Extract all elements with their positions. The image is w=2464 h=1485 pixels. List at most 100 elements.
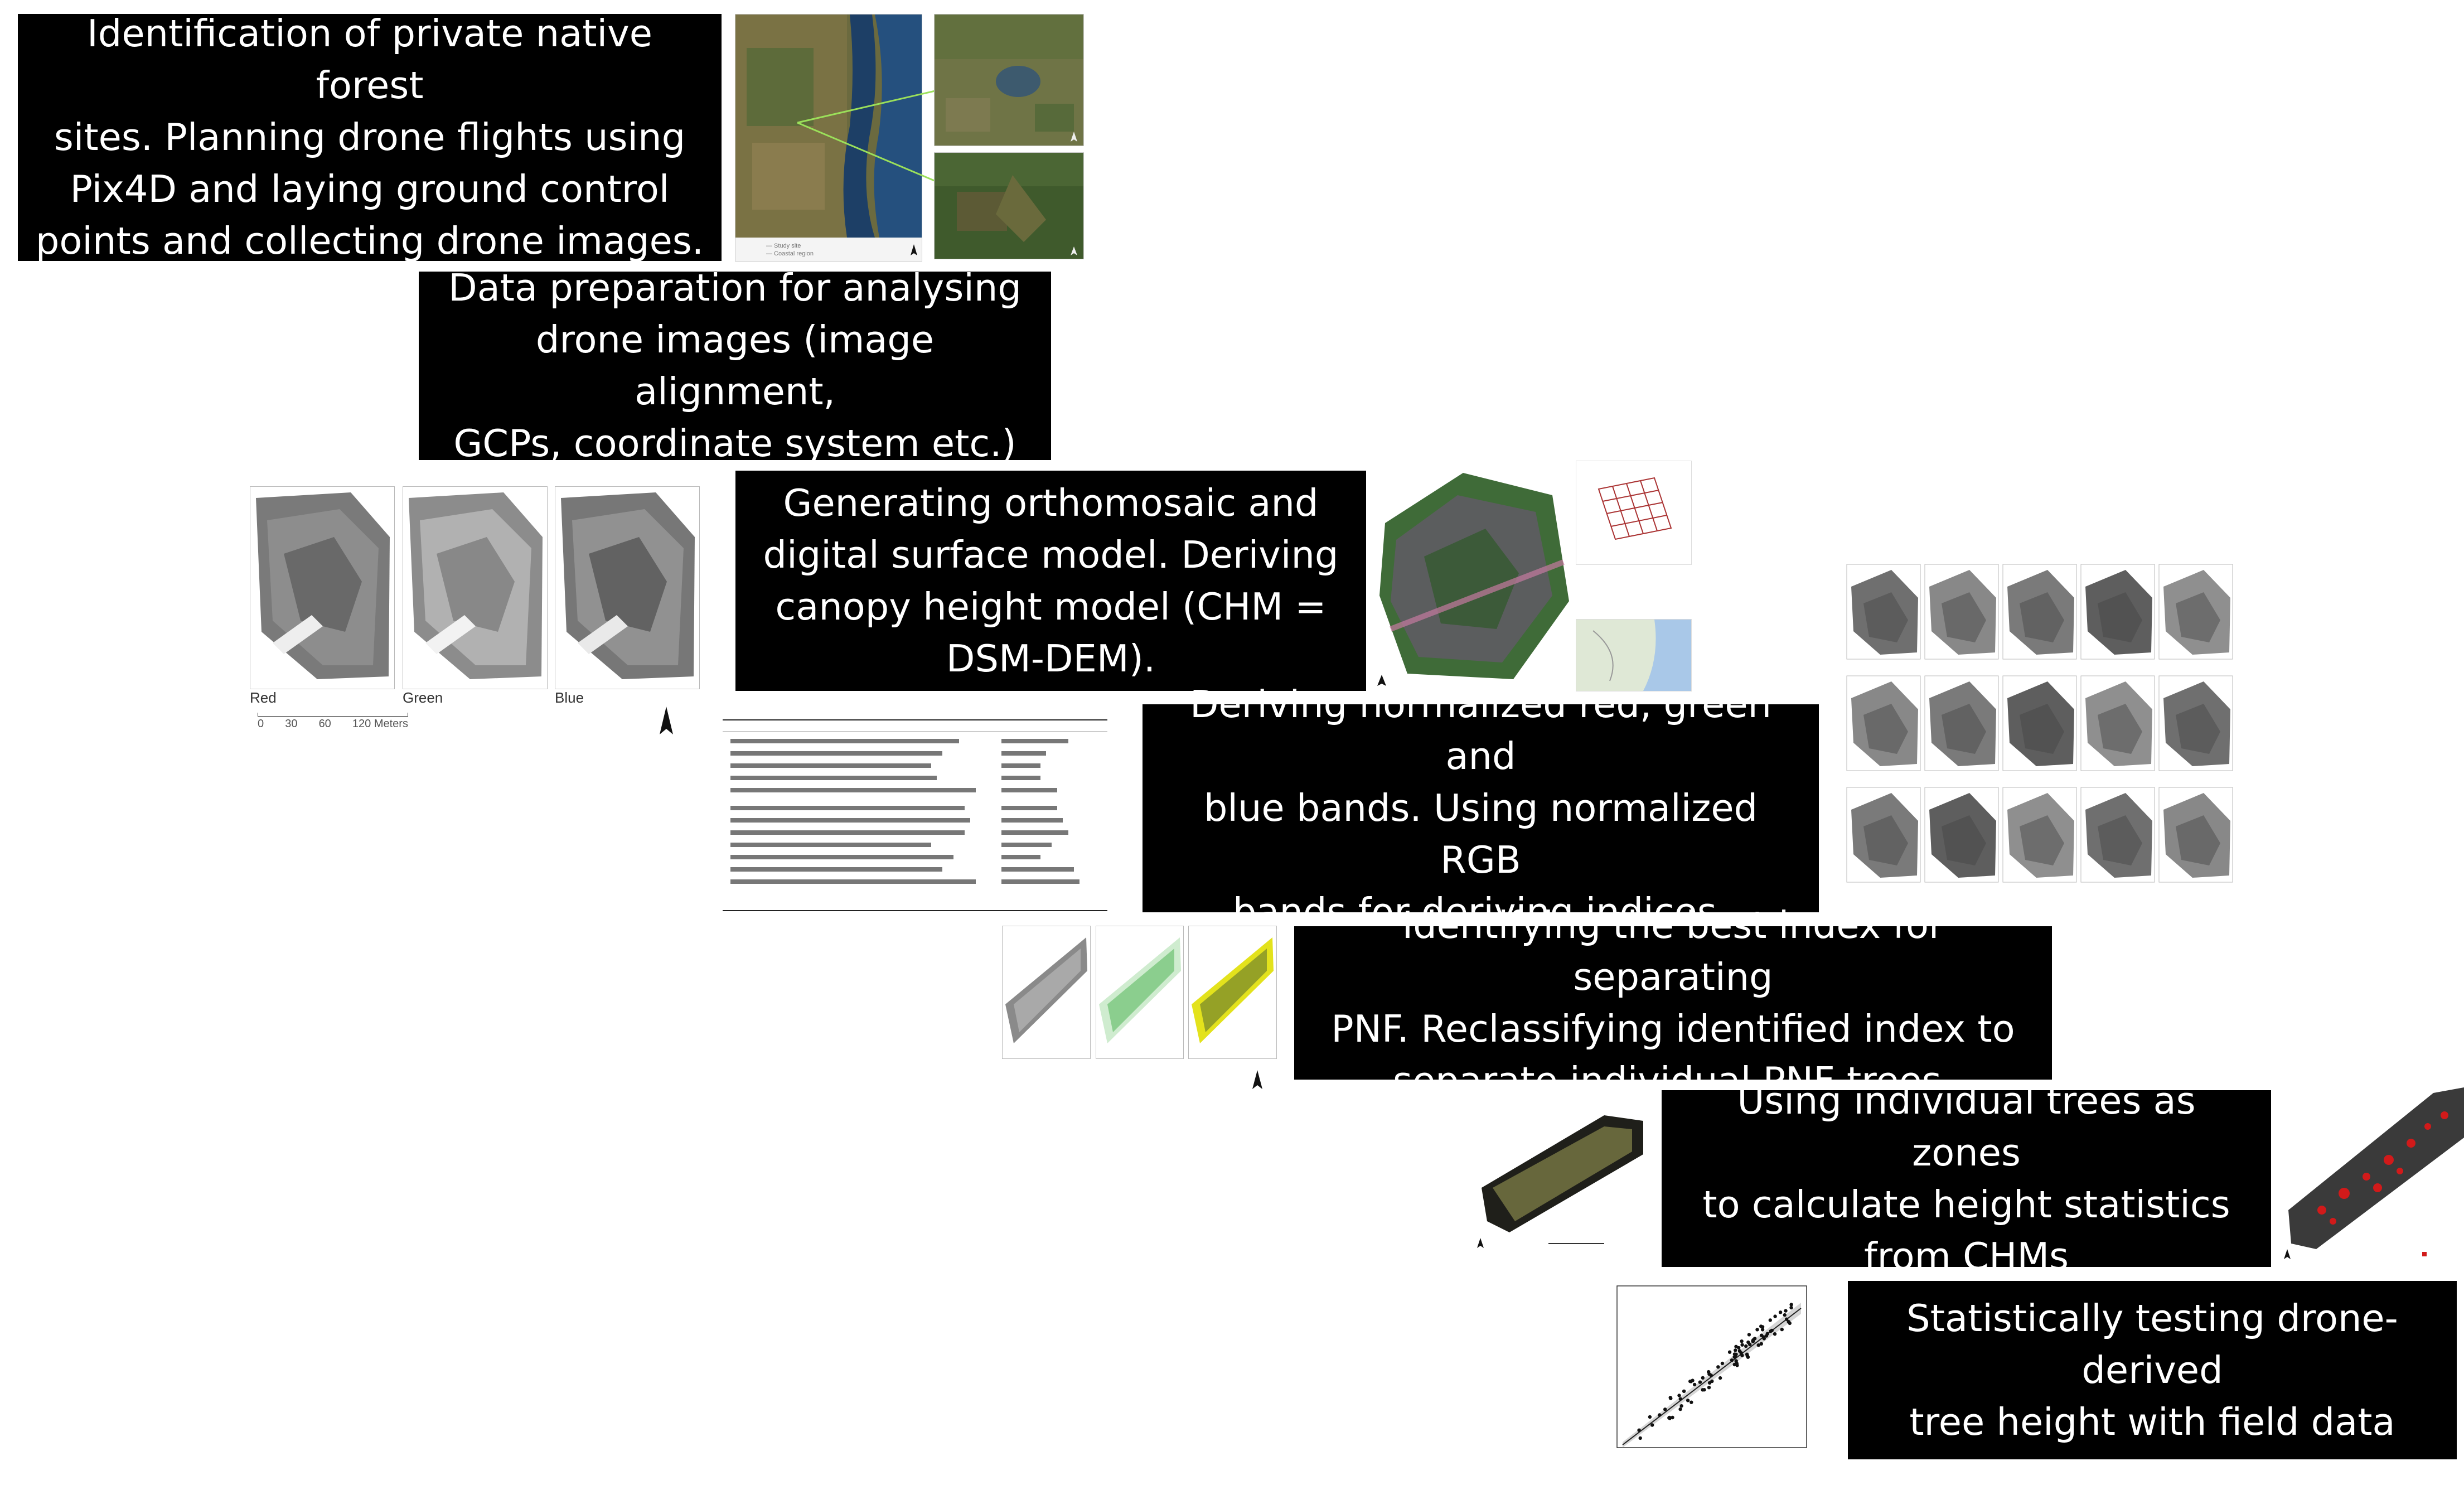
step-6-box: Using individual trees as zones to calcu… <box>1662 1079 2271 1278</box>
scatter-point <box>1762 1337 1766 1341</box>
scatter-point <box>1746 1340 1750 1344</box>
index-map-tile <box>2158 564 2233 660</box>
scatter-point <box>1677 1394 1681 1397</box>
north-arrow-icon-2 <box>1252 1070 1262 1089</box>
scale-tick-60: 60 <box>318 718 331 730</box>
scatter-point <box>1737 1349 1742 1353</box>
index-map-tile <box>2158 675 2233 771</box>
scatter-point <box>1688 1379 1692 1384</box>
step-1-box: Identification of private native forest … <box>18 12 722 263</box>
scatter-point <box>1671 1415 1674 1420</box>
index-grayscale-map <box>1002 926 1091 1059</box>
scatter-point <box>1707 1372 1711 1376</box>
index-map-tile <box>2002 675 2077 771</box>
orthomosaic-image <box>1374 462 1576 690</box>
scatter-point <box>1759 1342 1763 1346</box>
site-zoom-map-lower <box>934 152 1084 259</box>
chm-height-statistics-map <box>2283 1082 2464 1266</box>
scatter-point <box>1716 1365 1720 1369</box>
scatter-point <box>1650 1423 1654 1427</box>
scatter-point <box>1734 1359 1738 1363</box>
scatter-point <box>1747 1333 1751 1337</box>
scatter-point <box>1679 1404 1683 1408</box>
scatter-point <box>1759 1333 1764 1337</box>
index-map-tile <box>1846 787 1921 883</box>
scatter-point <box>1732 1352 1737 1356</box>
blue-band-label: Blue <box>555 689 584 706</box>
gcp-grid-map <box>1576 461 1692 565</box>
scale-tick-30: 30 <box>285 718 298 730</box>
scale-tick-0: 0 <box>258 718 264 730</box>
scatter-point <box>1778 1310 1783 1314</box>
tree-zones-map <box>1476 1104 1649 1255</box>
map-connector-lines <box>797 88 943 185</box>
scatter-point <box>1718 1376 1722 1380</box>
scatter-point <box>1727 1350 1732 1354</box>
scatter-point <box>1787 1320 1790 1324</box>
scale-tick-120: 120 Meters <box>352 718 408 730</box>
svg-text:— Coastal region: — Coastal region <box>766 250 814 257</box>
scatter-point <box>1669 1396 1673 1400</box>
svg-text:— Study site: — Study site <box>766 243 801 249</box>
scatter-point <box>1753 1337 1757 1341</box>
scatter-point <box>1765 1332 1769 1336</box>
red-band-panel <box>250 486 395 689</box>
index-green-map <box>1096 926 1184 1059</box>
scatter-point <box>1789 1305 1793 1310</box>
scatter-point <box>1732 1355 1736 1359</box>
scatter-point <box>1692 1382 1697 1387</box>
scatter-point <box>1658 1413 1662 1417</box>
scatter-point <box>1663 1407 1667 1411</box>
scatter-point <box>1740 1353 1744 1357</box>
site-zoom-map-upper <box>934 14 1084 146</box>
scatter-point <box>1773 1314 1777 1318</box>
scatter-point <box>1690 1400 1693 1404</box>
index-map-tile <box>1846 564 1921 660</box>
scatter-plot-frame <box>1616 1285 1807 1448</box>
scatter-point <box>1682 1389 1686 1393</box>
step-3-box: Generating orthomosaic and digital surfa… <box>735 471 1366 691</box>
index-map-tile <box>2002 564 2077 660</box>
scatter-point <box>1785 1317 1789 1321</box>
scatter-point <box>1637 1428 1641 1432</box>
scatter-point <box>1638 1436 1642 1440</box>
scatter-point <box>1751 1339 1755 1343</box>
scatter-point <box>1735 1363 1739 1367</box>
scatter-point <box>1760 1325 1765 1329</box>
vegetation-indices-table <box>723 719 1107 911</box>
index-map-tile <box>2080 675 2155 771</box>
blue-band-panel <box>555 486 700 689</box>
scatter-point <box>1756 1343 1760 1347</box>
index-map-tile <box>2080 787 2155 883</box>
scatter-point <box>1698 1380 1702 1384</box>
scatter-point <box>1773 1332 1777 1336</box>
green-band-panel <box>403 486 548 689</box>
scatter-point <box>1760 1328 1765 1332</box>
index-reclassified-yellow-map <box>1188 926 1277 1059</box>
index-map-tile <box>1846 675 1921 771</box>
derived-index-maps-grid <box>1846 563 2236 898</box>
scale-bar: 0 30 60 120 Meters <box>258 713 408 731</box>
scatter-point <box>1720 1361 1725 1366</box>
field-vs-drone-height-scatter <box>1595 1275 1818 1476</box>
red-band-label: Red <box>250 689 277 706</box>
scatter-point <box>1746 1355 1750 1359</box>
scatter-point <box>1769 1329 1773 1333</box>
scatter-point <box>1768 1318 1772 1322</box>
step-2-box: Data preparation for analysing drone ima… <box>419 266 1051 465</box>
step-7-box: Statistically testing drone-derived tree… <box>1848 1281 2457 1459</box>
scatter-point <box>1701 1388 1705 1392</box>
scatter-point <box>1755 1328 1759 1332</box>
scatter-point <box>1784 1309 1788 1313</box>
scatter-point <box>1648 1415 1652 1419</box>
scatter-point <box>1740 1343 1744 1347</box>
green-band-label: Green <box>403 689 443 706</box>
north-arrow-icon <box>660 707 673 734</box>
scatter-point <box>1707 1381 1712 1385</box>
scatter-point <box>1707 1386 1711 1390</box>
index-map-tile <box>1924 564 1999 660</box>
scatter-point <box>1734 1348 1737 1352</box>
scatter-point <box>1740 1339 1744 1343</box>
scatter-point <box>1686 1399 1690 1402</box>
scatter-point <box>1678 1407 1682 1411</box>
